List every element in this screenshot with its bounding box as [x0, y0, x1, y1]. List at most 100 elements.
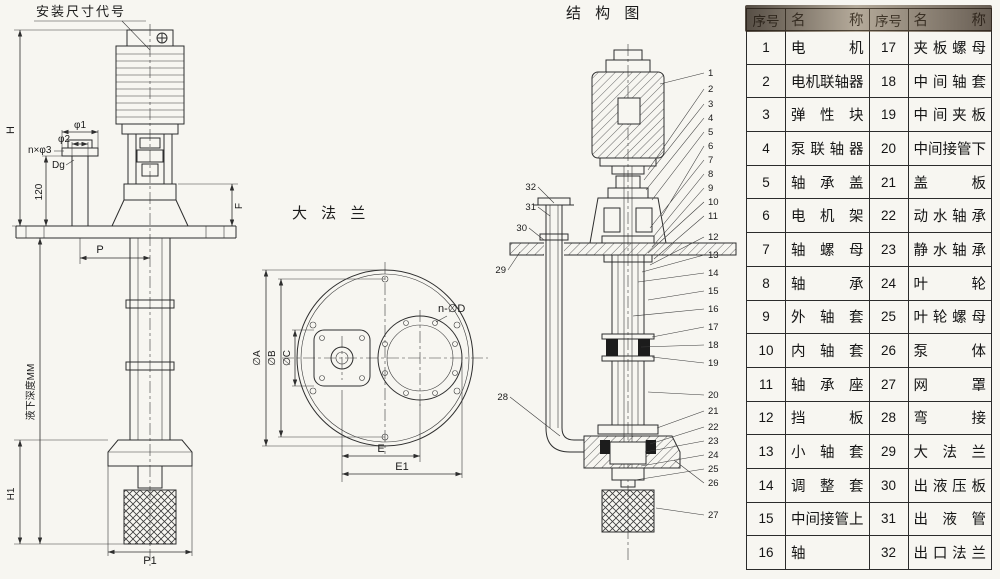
install-title: 安装尺寸代号: [36, 4, 126, 19]
part-number: 23: [708, 436, 719, 447]
dim-label-E: E: [377, 443, 384, 455]
dim-label-120: 120: [34, 183, 45, 200]
install-dimensions: H 120 F P 液下深度MM H1 P1 φ1 φ2: [5, 29, 245, 567]
part-number: 4: [708, 113, 713, 124]
dim-label-F: F: [234, 203, 245, 209]
dim-label-C: ∅C: [282, 350, 293, 366]
part-name-cell: 静水轴承: [907, 232, 992, 267]
dim-label-Dg: Dg: [52, 160, 65, 171]
part-no-cell: 8: [746, 265, 786, 301]
part-no-cell: 18: [868, 63, 909, 99]
part-name-cell: 内轴套: [785, 333, 870, 368]
rim-bolt-holes: [309, 275, 461, 441]
flange-title: 大 法 兰: [292, 205, 370, 222]
part-name-cell: 轴: [785, 535, 870, 570]
part-name-cell: 叶轮螺母: [907, 299, 992, 335]
part-number: 22: [708, 422, 719, 433]
parts-table-row: 7 轴螺母 23 静水轴承: [746, 232, 992, 267]
mounting-plate: [15, 225, 237, 239]
dim-label-A: ∅A: [252, 350, 263, 366]
part-name-cell: 小轴套: [785, 434, 870, 469]
part-name-cell: 弯接: [907, 400, 992, 436]
gland-plate: [313, 329, 371, 387]
part-number: 1: [708, 68, 713, 79]
parts-table-row: 3 弹性块 19 中间夹板: [746, 97, 992, 133]
col-header-no-2: 序号: [868, 8, 909, 31]
part-name-cell: 盖板: [907, 164, 992, 200]
part-no-cell: 25: [868, 299, 909, 335]
part-no-cell: 2: [746, 63, 786, 99]
part-number: 6: [708, 141, 713, 152]
part-number: 28: [497, 392, 508, 403]
dim-label-phi2: φ2: [58, 134, 70, 145]
part-name-cell: 轴承: [785, 265, 870, 301]
part-name-cell: 大法兰: [907, 434, 992, 469]
part-number: 16: [708, 304, 719, 315]
parts-table-row: 9 外轴套 25 叶轮螺母: [746, 299, 992, 335]
part-number: 18: [708, 340, 719, 351]
part-number: 9: [708, 183, 713, 194]
part-name-cell: 轴承盖: [785, 164, 870, 200]
part-name-cell: 电机联轴器: [785, 63, 870, 99]
structure-pump-body: [583, 435, 681, 533]
part-no-cell: 29: [868, 434, 909, 469]
parts-table-row: 5 轴承盖 21 盖板: [746, 164, 992, 200]
parts-table-row: 11 轴承座 27 网罩: [746, 366, 992, 402]
part-number: 14: [708, 268, 719, 279]
flange-dimensions: n-∅D ∅A ∅B ∅C E E1: [252, 269, 465, 482]
part-name-cell: 电机: [785, 30, 870, 65]
part-name-cell: 动水轴承: [907, 198, 992, 234]
parts-table-row: 6 电机架 22 动水轴承: [746, 198, 992, 234]
parts-table-row: 13 小轴套 29 大法兰: [746, 434, 992, 469]
col-header-no-1: 序号: [746, 8, 786, 31]
part-no-cell: 17: [868, 30, 909, 65]
structure-drawing: 结 构 图: [495, 5, 737, 560]
dim-label-H: H: [5, 126, 17, 134]
part-number: 24: [708, 450, 719, 461]
part-number: 8: [708, 169, 713, 180]
part-name-cell: 外轴套: [785, 299, 870, 335]
structure-motor: [591, 49, 665, 167]
part-numbers-right: 1 2 3 4 5 6 7 8 9 10 11 12 13 14 15 16 1…: [708, 68, 719, 521]
part-number: 11: [708, 211, 718, 222]
part-no-cell: 32: [868, 535, 909, 570]
dim-label-depth: 液下深度MM: [24, 364, 37, 421]
part-number: 15: [708, 286, 719, 297]
part-number: 30: [516, 223, 527, 234]
discharge-pipe: [61, 139, 99, 226]
part-number: 7: [708, 155, 713, 166]
dim-label-phi1: φ1: [74, 120, 86, 131]
dim-label-E1: E1: [395, 461, 408, 473]
part-no-cell: 5: [746, 164, 786, 200]
part-no-cell: 10: [746, 333, 786, 368]
part-no-cell: 7: [746, 232, 786, 267]
part-number: 21: [708, 406, 719, 417]
part-name-cell: 夹板螺母: [907, 30, 992, 65]
part-number: 32: [525, 182, 536, 193]
structure-column: [597, 166, 659, 470]
part-no-cell: 26: [868, 333, 909, 368]
structure-title: 结 构 图: [566, 5, 644, 22]
part-name-cell: 调整套: [785, 467, 870, 503]
part-name-cell: 中间夹板: [907, 97, 992, 133]
structure-plate: [509, 235, 737, 256]
part-no-cell: 13: [746, 434, 786, 469]
part-number: 20: [708, 390, 719, 401]
parts-table-row: 10 内轴套 26 泵体: [746, 333, 992, 368]
part-name-cell: 中间轴套: [907, 63, 992, 99]
parts-table-row: 4 泵联轴器 20 中间接管下: [746, 131, 992, 166]
flange-drawing: 大 法 兰: [252, 205, 488, 482]
structure-coupling: [589, 165, 667, 244]
part-name-cell: 出液压板: [907, 467, 992, 503]
part-no-cell: 24: [868, 265, 909, 301]
part-no-cell: 9: [746, 299, 786, 335]
part-number: 13: [708, 250, 719, 261]
part-number: 27: [708, 510, 719, 521]
parts-table-header-row: 序号 名 称 序号 名 称: [746, 8, 992, 31]
part-no-cell: 15: [746, 501, 786, 537]
parts-table-row: 12 挡板 28 弯接: [746, 400, 992, 436]
part-name-cell: 中间接管上: [785, 501, 870, 537]
part-no-cell: 14: [746, 467, 786, 503]
parts-table-row: 16 轴 32 出口法兰: [746, 535, 992, 570]
